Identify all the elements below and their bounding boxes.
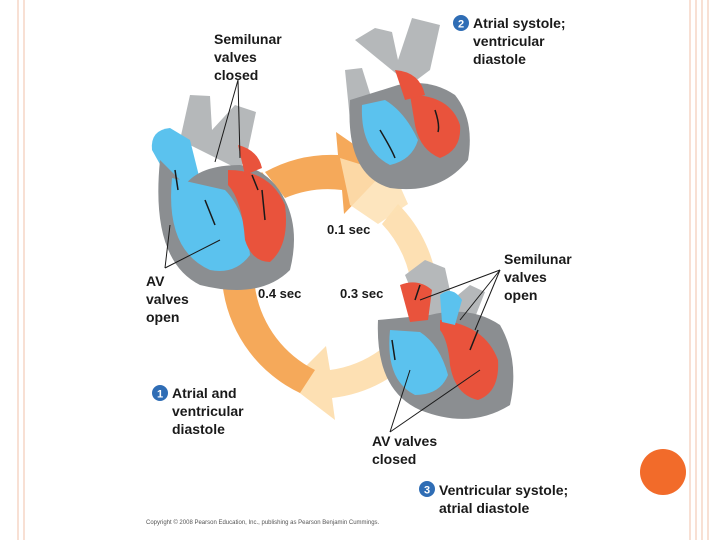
label-semilunar-closed: Semilunar valves closed xyxy=(214,31,286,83)
badge-stage2: 2 xyxy=(453,15,469,31)
heart-stage3 xyxy=(377,260,514,419)
label-time-03: 0.3 sec xyxy=(340,286,383,301)
slide-frame xyxy=(17,0,709,540)
badge-stage1: 1 xyxy=(152,385,168,401)
heart-stage2 xyxy=(345,18,470,190)
label-stage2-title: Atrial systole; ventricular diastole xyxy=(473,15,569,67)
arrow-stage3-to-stage1 xyxy=(288,346,398,420)
leader-lines xyxy=(164,79,501,433)
orange-dot-decoration xyxy=(640,449,686,495)
label-time-01: 0.1 sec xyxy=(327,222,370,237)
svg-text:2: 2 xyxy=(458,19,464,31)
label-av-open: AV valves open xyxy=(146,273,193,325)
copyright-text: Copyright © 2008 Pearson Education, Inc.… xyxy=(146,519,380,526)
badge-stage3: 3 xyxy=(419,481,435,497)
svg-text:3: 3 xyxy=(424,485,430,497)
label-time-04: 0.4 sec xyxy=(258,286,301,301)
label-semilunar-open: Semilunar valves open xyxy=(504,251,576,303)
svg-text:1: 1 xyxy=(157,389,163,401)
label-stage1-title: Atrial and ventricular diastole xyxy=(172,385,247,437)
heart-stage1 xyxy=(151,95,294,290)
label-stage3-title: Ventricular systole; atrial diastole xyxy=(439,482,572,516)
label-av-closed: AV valves closed xyxy=(372,433,441,467)
